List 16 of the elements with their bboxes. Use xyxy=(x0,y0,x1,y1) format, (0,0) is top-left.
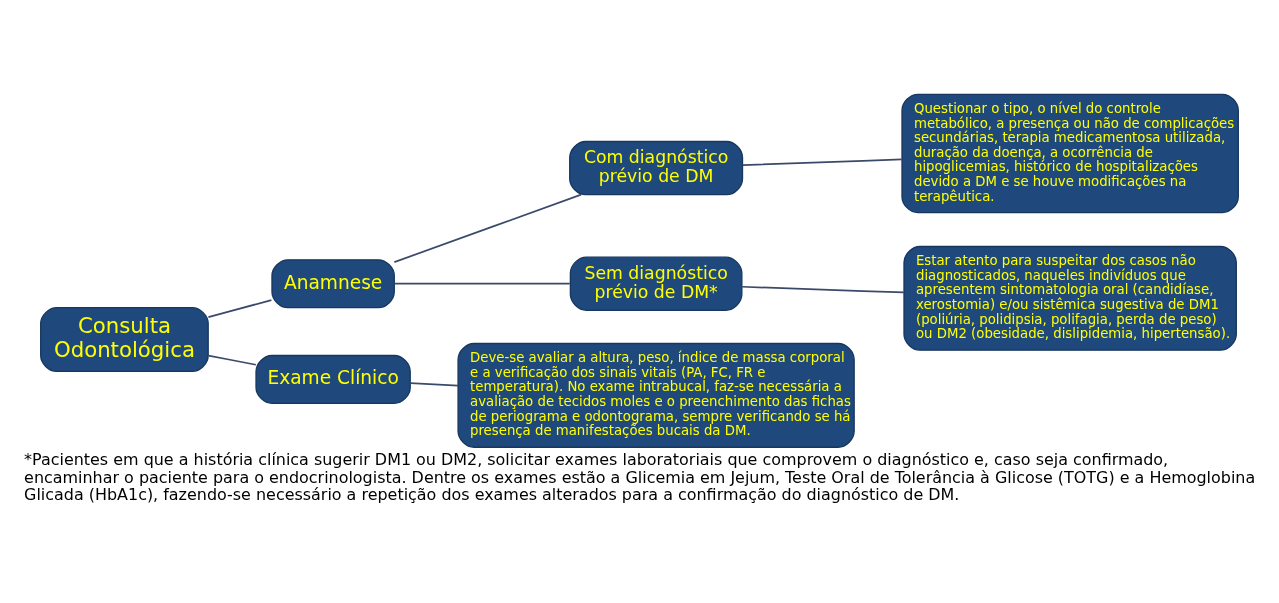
caption: *Pacientes em que a história clínica sugerir DM1 ou DM2, solicitar exames laboratoriais que comprovem o diagnóstico e, caso seja confirmado, encaminhar o paciente para o endocrinologista. Dentre os exames estão a Glicemia em Jejum, Teste Oral de Tolerância à Glicose (TOTG) e a Hemoglobina Glicada (HbA1c), fazendo-se necessário a repetição dos exames alterados para a confirmação do diagnóstico de DM. xyxy=(24,449,1256,504)
node-box: Deve-se avaliar a altura, peso, índice de massa corporal e a verificação dos sinais vitais (PA, FC, FR e temperatura). No exame intrabucal, faz-se necessária a avaliação de tecidos moles e o preenchimento das fichas de periograma e odontograma, sempre verificando se há presença de manifestações bucais da DM. xyxy=(457,342,855,448)
node-box: Exame Clínico xyxy=(255,354,411,404)
node-box: Com diagnóstico prévio de DM xyxy=(569,140,744,195)
connector xyxy=(741,158,903,166)
connector xyxy=(207,354,257,366)
node-box: Sem diagnóstico prévio de DM* xyxy=(569,255,743,311)
connector xyxy=(207,298,273,318)
connector xyxy=(393,193,582,263)
connector xyxy=(741,285,905,293)
node-box: Consulta Odontológica xyxy=(40,306,209,372)
node-box: Questionar o tipo, o nível do controle metabólico, a presença ou não de complicações secundárias, terapia medicamentosa utilizada, duração da doença, a ocorrência de hipoglicemias, histórico de hospitalizações devido a DM e se houve modificações na terapêutica. xyxy=(901,93,1239,213)
node-box: Estar atento para suspeitar dos casos não diagnosticados, naqueles indivíduos que apresentem sintomatologia oral (candidíase, xerostomia) e/ou sistêmica sugestiva de DM1 (poliúria, polidipsia, polifagia, perda de peso) ou DM2 (obesidade, dislipidemia, hipertensão). xyxy=(903,245,1237,351)
node-box: Anamnese xyxy=(271,258,395,308)
connector xyxy=(409,381,459,386)
connector xyxy=(393,282,571,285)
